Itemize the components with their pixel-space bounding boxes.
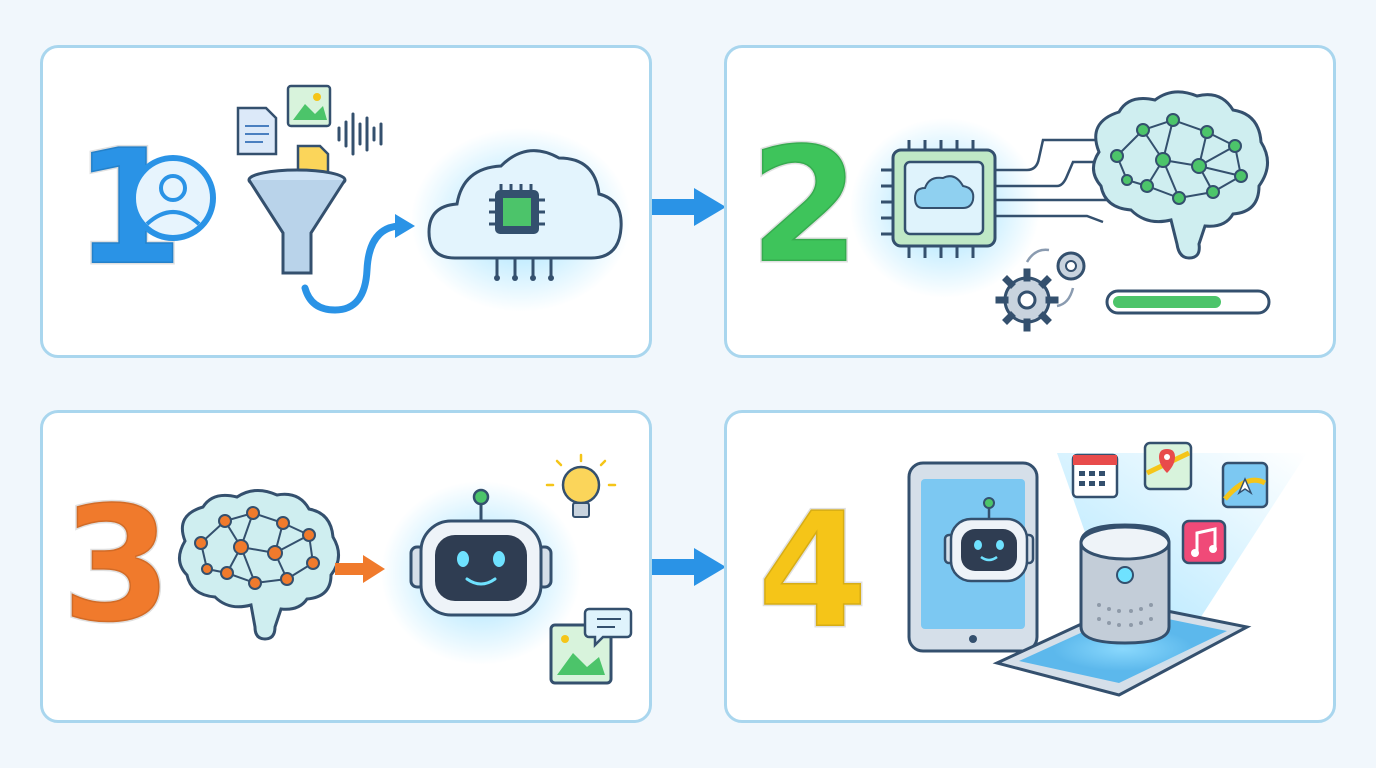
calendar-icon bbox=[1071, 453, 1119, 499]
navigation-icon bbox=[1221, 461, 1269, 509]
funnel-icon bbox=[247, 168, 347, 275]
flow-arrow-3-to-4 bbox=[650, 548, 726, 586]
chip-icon bbox=[850, 118, 1117, 298]
music-icon bbox=[1181, 519, 1227, 565]
robot-icon bbox=[381, 481, 581, 665]
image-chat-icon bbox=[549, 607, 633, 685]
document-icon bbox=[236, 106, 278, 156]
progress-bar bbox=[1105, 289, 1271, 315]
flow-arrow-1-to-2 bbox=[650, 188, 726, 226]
gears-icon bbox=[995, 248, 1086, 332]
tablet-icon bbox=[907, 461, 1039, 653]
sound-wave-icon bbox=[337, 112, 383, 156]
step-number: 3 bbox=[59, 471, 173, 658]
image-icon bbox=[286, 84, 332, 128]
step-number: 2 bbox=[747, 112, 861, 299]
brain-network-icon bbox=[178, 489, 340, 641]
user-icon bbox=[130, 155, 216, 241]
map-icon bbox=[1143, 441, 1193, 491]
brain-network-icon bbox=[1092, 90, 1269, 260]
smart-speaker-icon bbox=[1079, 523, 1171, 645]
lightbulb-icon bbox=[545, 453, 617, 518]
orange-arrow bbox=[335, 555, 385, 583]
step-4-panel: 4 bbox=[724, 410, 1336, 723]
step-3-panel: 3 bbox=[40, 410, 652, 723]
step-number: 4 bbox=[755, 477, 869, 664]
step-2-panel: 2 bbox=[724, 45, 1336, 358]
step-1-panel: 1 bbox=[40, 45, 652, 358]
cloud-chip-icon bbox=[411, 128, 631, 312]
